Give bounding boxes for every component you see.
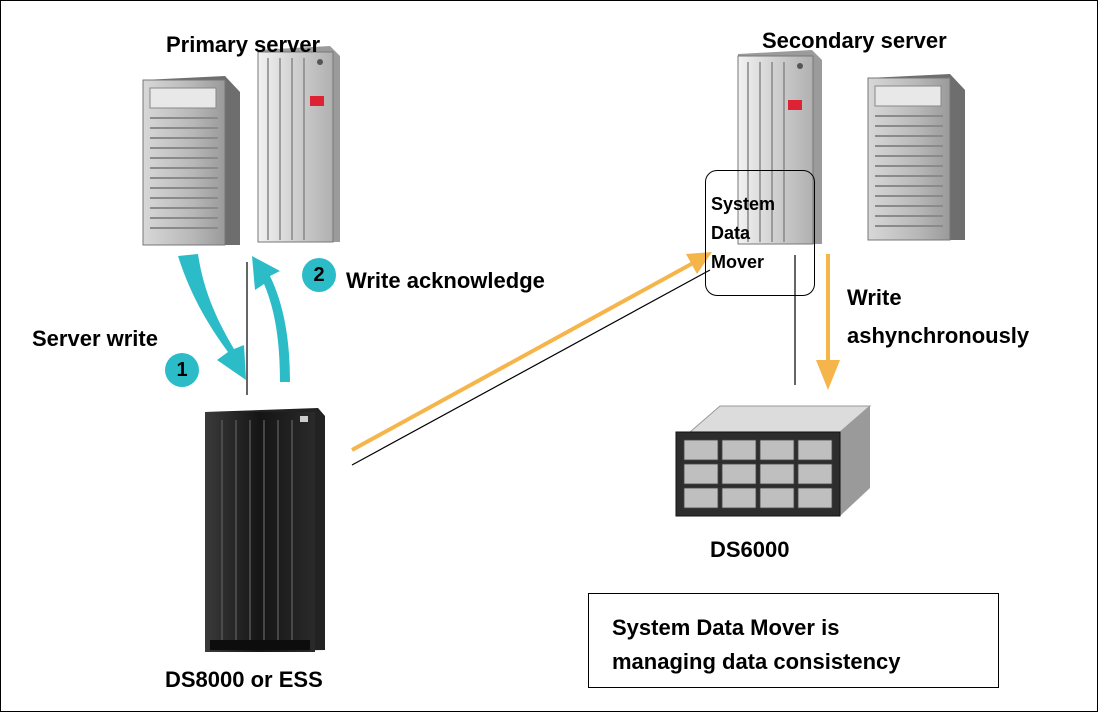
ds8000-label: DS8000 or ESS	[165, 667, 323, 692]
system-data-mover-box	[705, 170, 815, 296]
orange-arrow-write-async	[816, 254, 840, 390]
cyan-arrow-server-write	[178, 254, 246, 380]
secondary-rack-server-icon	[737, 50, 822, 245]
sdm-line-3: Mover	[711, 252, 765, 272]
consistency-note-box	[588, 593, 999, 688]
server-write-label: Server write	[32, 326, 158, 351]
cyan-arrow-write-ack	[252, 256, 290, 382]
consistency-note-text: System Data Mover is managing data consi…	[612, 611, 901, 679]
ds8000-storage-icon	[205, 408, 325, 652]
note-line-2: managing data consistency	[612, 649, 901, 674]
system-data-mover-label: System Data Mover	[711, 190, 775, 277]
pprc-link-line	[351, 269, 711, 466]
step-2-badge: 2	[302, 258, 336, 292]
secondary-server-label: Secondary server	[762, 28, 947, 53]
write-acknowledge-label: Write acknowledge	[346, 268, 545, 293]
sdm-line-1: System	[711, 194, 776, 214]
write-async-label-line1: Write	[847, 285, 902, 310]
ds6000-label: DS6000	[710, 537, 790, 562]
ds6000-storage-icon	[675, 405, 872, 517]
write-async-label-line2: ashynchronously	[847, 323, 1030, 348]
primary-tower-server-icon	[142, 76, 240, 246]
sdm-line-2: Data	[711, 223, 751, 243]
step-1-badge: 1	[165, 353, 199, 387]
primary-rack-server-icon	[257, 46, 340, 243]
primary-server-label: Primary server	[166, 32, 321, 57]
secondary-tower-server-icon	[867, 74, 965, 241]
note-line-1: System Data Mover is	[612, 615, 840, 640]
